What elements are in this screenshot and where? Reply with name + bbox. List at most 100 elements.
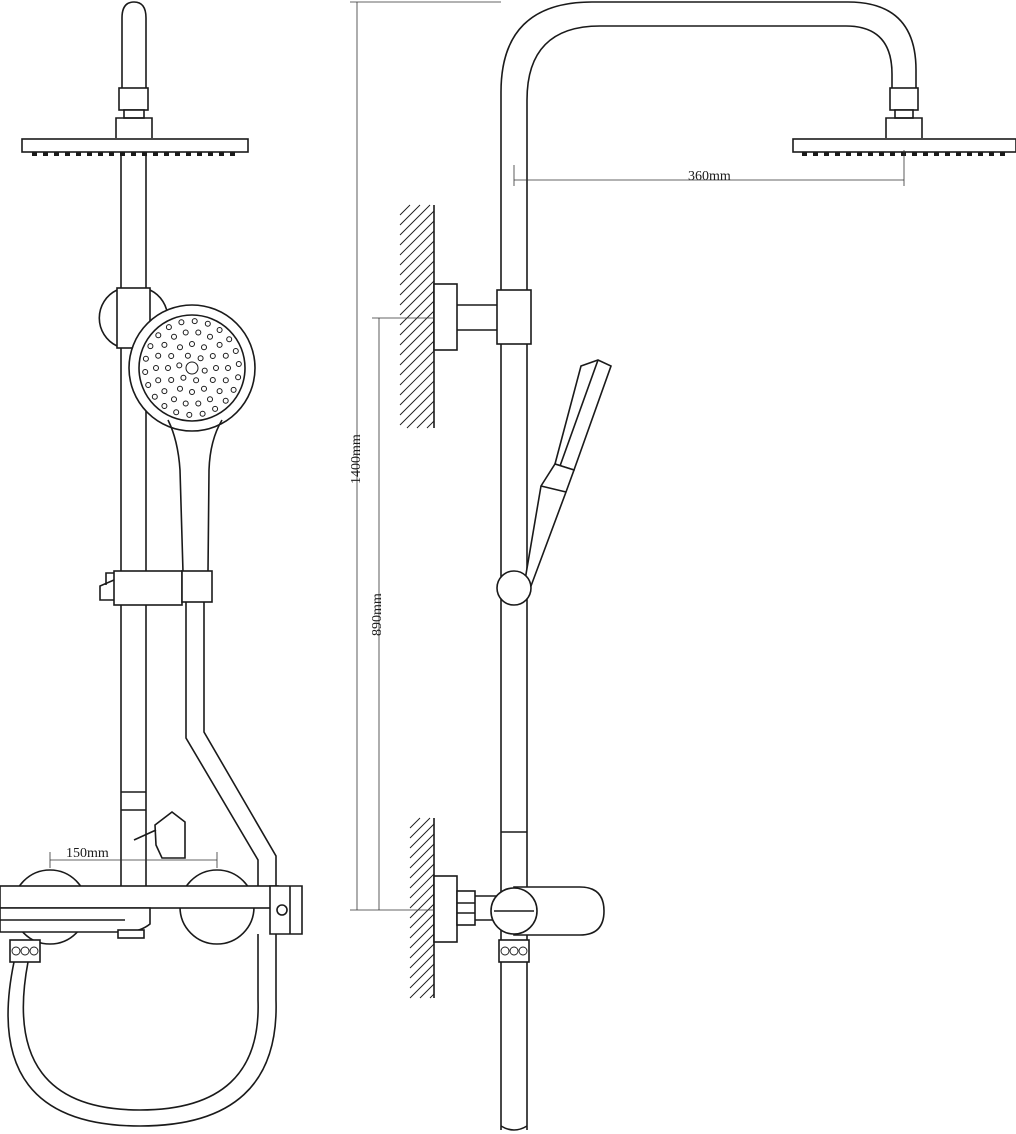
nozzle-tick: [934, 152, 939, 156]
hatch-line: [409, 823, 435, 849]
hatch-line: [409, 943, 435, 969]
spray-nozzle: [207, 333, 213, 340]
spray-nozzle: [199, 410, 206, 417]
side-rain-head: [792, 138, 1016, 153]
hatch-line: [409, 923, 435, 949]
spray-nozzle: [177, 385, 183, 392]
side-slider: [496, 570, 532, 606]
hatch-line: [399, 210, 435, 246]
spray-nozzle: [232, 348, 239, 354]
spray-nozzle: [201, 367, 208, 374]
hatch-line: [419, 983, 435, 999]
nozzle-tick: [186, 152, 191, 156]
spray-nozzle: [182, 329, 189, 336]
nut-ring: [509, 946, 519, 956]
spray-nozzle: [213, 365, 219, 371]
nozzle-tick: [208, 152, 213, 156]
spray-nozzle: [209, 353, 216, 359]
hatch-line: [429, 993, 435, 999]
spray-nozzle: [209, 377, 216, 383]
hatch-line: [399, 310, 435, 346]
nozzle-tick: [164, 152, 169, 156]
side-arm-outer: [500, 1, 917, 292]
nozzle-tick: [98, 152, 103, 156]
hatch-line: [399, 370, 435, 406]
side-rod-clamp: [496, 289, 532, 345]
hatch-line: [399, 280, 435, 316]
hatch-line: [399, 204, 421, 226]
hatch-line: [399, 360, 435, 396]
hatch-line: [399, 204, 411, 216]
nut-ring: [20, 946, 30, 956]
hatch-line: [409, 933, 435, 959]
hatch-line: [399, 290, 435, 326]
nozzle-tick: [945, 152, 950, 156]
nozzle-tick: [43, 152, 48, 156]
nozzle-tick: [901, 152, 906, 156]
spray-nozzle: [171, 333, 177, 340]
hatch-line: [409, 893, 435, 919]
spray-nozzle: [189, 341, 195, 347]
side-wall-upper-hatch: [399, 204, 435, 429]
front-hand-shower-head: [128, 304, 256, 432]
front-top-riser: [121, 1, 147, 88]
hatch-line: [426, 420, 435, 429]
spray-nozzle: [153, 365, 159, 371]
spray-nozzle: [145, 382, 152, 388]
spray-nozzle: [161, 403, 168, 409]
nozzle-tick: [912, 152, 917, 156]
nozzle-tick: [824, 152, 829, 156]
hatch-line: [409, 883, 435, 909]
spray-nozzle: [230, 386, 237, 393]
spray-nozzle: [142, 355, 149, 362]
nozzle-tick: [109, 152, 114, 156]
spray-nozzle: [161, 388, 168, 395]
hatch-line: [399, 260, 435, 296]
spray-nozzle: [193, 377, 200, 384]
nozzle-tick: [802, 152, 807, 156]
hatch-line: [399, 240, 435, 276]
spray-nozzle: [155, 352, 162, 359]
nozzle-tick: [890, 152, 895, 156]
front-nut-upper: [118, 87, 149, 111]
spray-nozzle: [147, 343, 154, 350]
front-rain-head-nozzles: [32, 152, 235, 156]
spray-nozzle: [184, 352, 191, 359]
hatch-line: [409, 843, 435, 869]
spray-nozzle: [142, 369, 149, 375]
hatch-line: [399, 380, 435, 416]
spray-nozzle: [168, 353, 175, 359]
hatch-line: [409, 817, 421, 829]
spray-nozzle: [225, 365, 231, 371]
spray-nozzle: [201, 344, 207, 351]
nozzle-tick: [1000, 152, 1005, 156]
side-hand-shower-head: [554, 359, 612, 471]
spray-nozzle: [235, 374, 242, 381]
spray-nozzle: [171, 396, 177, 403]
nozzle-tick: [131, 152, 136, 156]
hatch-line: [399, 230, 435, 266]
hatch-line: [409, 873, 435, 899]
dimension-890mm: 890mm: [370, 593, 385, 636]
side-wall-flange-lower: [433, 875, 458, 943]
hatch-line: [399, 330, 435, 366]
spray-nozzle: [178, 319, 185, 326]
spray-nozzle: [165, 365, 171, 371]
spray-nozzle: [161, 341, 168, 348]
dimension-150mm: 150mm: [66, 846, 109, 861]
hatch-line: [409, 973, 435, 999]
nozzle-tick: [175, 152, 180, 156]
spray-nozzle: [222, 377, 229, 384]
spray-nozzle: [168, 377, 175, 383]
spray-nozzle: [212, 405, 219, 412]
spray-nozzle: [155, 332, 162, 339]
hatch-line: [399, 320, 435, 356]
spray-nozzle: [201, 385, 207, 392]
hatch-line: [409, 817, 431, 839]
spray-nozzle: [226, 336, 233, 343]
side-view: 360mm: [349, 1, 1016, 1131]
spray-nozzle: [195, 400, 202, 407]
nut-ring: [500, 946, 510, 956]
nozzle-tick: [857, 152, 862, 156]
side-outlet-nut: [498, 939, 530, 963]
